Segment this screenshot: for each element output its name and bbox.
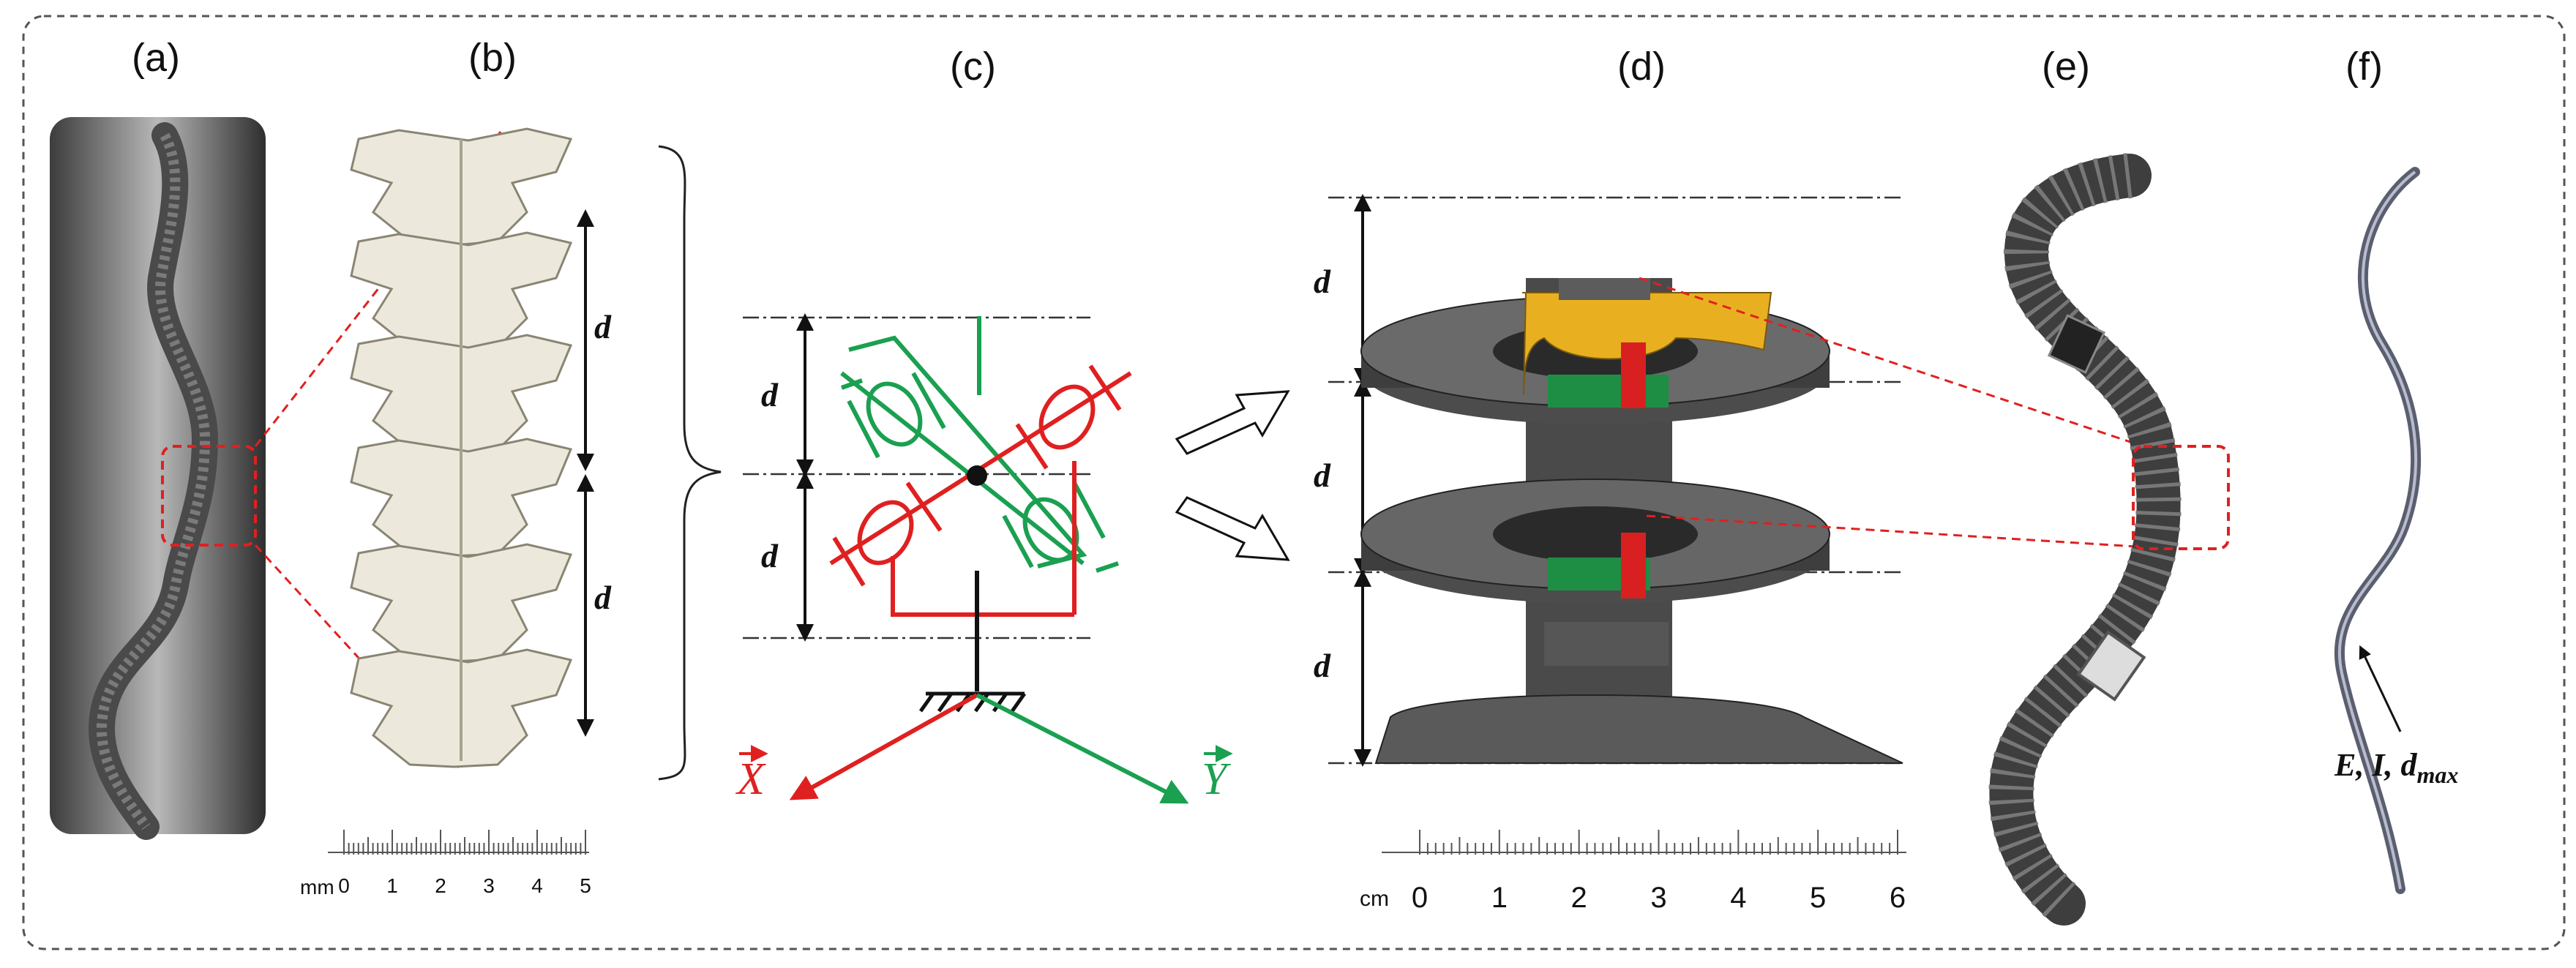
x-axis-label: X (735, 754, 766, 804)
snake-xray-body (88, 122, 219, 840)
panel-f-rod: E, I, dmax (2334, 167, 2458, 894)
scale-cm-tick-label: 1 (1491, 882, 1508, 914)
panel-label-d: (d) (1617, 45, 1666, 89)
scale-mm-tick-label: 5 (580, 874, 591, 897)
d-label-b-lower: d (594, 579, 612, 616)
scale-mm-unit: mm (300, 876, 334, 898)
brace (658, 145, 722, 781)
panel-b-vertebrae: d d mm 0 1 2 3 4 5 (300, 127, 722, 898)
d-label-d-3: d (1314, 647, 1331, 684)
green-joint (840, 316, 1119, 573)
panel-e-robot (1988, 153, 2230, 926)
scale-mm-tick-label: 1 (386, 874, 398, 897)
panel-label-b: (b) (468, 36, 517, 80)
scale-mm-tick-label: 2 (435, 874, 446, 897)
panel-label-f: (f) (2345, 45, 2383, 89)
y-axis-label: Y (1202, 754, 1231, 804)
scale-cm-tick-label: 6 (1890, 882, 1906, 914)
d-label-c-lower: d (761, 537, 779, 574)
xray-highlight-box (161, 445, 257, 547)
hollow-arrow-lower (1175, 496, 1290, 561)
panel-label-c: (c) (950, 45, 996, 89)
panel-label-a: (a) (132, 36, 180, 80)
y-axis-arrow (976, 693, 1189, 804)
joint-center (967, 465, 987, 486)
scale-cm-tick-label: 5 (1810, 882, 1826, 914)
red-pin-lower (1621, 533, 1646, 599)
scale-bar-cm: cm 0 1 2 3 4 5 6 (1360, 830, 1906, 914)
scale-cm-tick-label: 4 (1730, 882, 1746, 914)
d-label-c-upper: d (761, 376, 779, 413)
scale-cm-tick-label: 0 (1412, 882, 1428, 914)
hollow-arrow-upper (1175, 390, 1290, 455)
red-pin-upper (1621, 342, 1646, 408)
scale-bar-mm: mm 0 1 2 3 4 5 (300, 830, 591, 898)
panel-a-xray (50, 117, 502, 840)
red-joint (829, 364, 1132, 617)
scale-cm-tick-label: 3 (1650, 882, 1666, 914)
robot-highlight-box (2132, 445, 2230, 550)
scale-cm-tick-label: 2 (1571, 882, 1587, 914)
d-label-d-1: d (1314, 263, 1331, 300)
x-axis-arrow (789, 693, 978, 800)
rod-annotation: E, I, dmax (2334, 747, 2458, 788)
panel-label-e: (e) (2042, 45, 2090, 89)
scale-mm-tick-label: 0 (338, 874, 350, 897)
d-label-d-2: d (1314, 457, 1331, 494)
gold-yoke (1522, 292, 1772, 396)
panel-c-schematic: d d (735, 313, 1290, 804)
scale-mm-tick-label: 3 (483, 874, 495, 897)
figure-border (22, 15, 2566, 950)
scale-cm-unit: cm (1360, 887, 1389, 911)
d-label-b-upper: d (594, 308, 612, 345)
scale-mm-tick-label: 4 (531, 874, 543, 897)
panel-d-model: d d d cm 0 1 2 3 4 5 6 (1314, 194, 2149, 914)
